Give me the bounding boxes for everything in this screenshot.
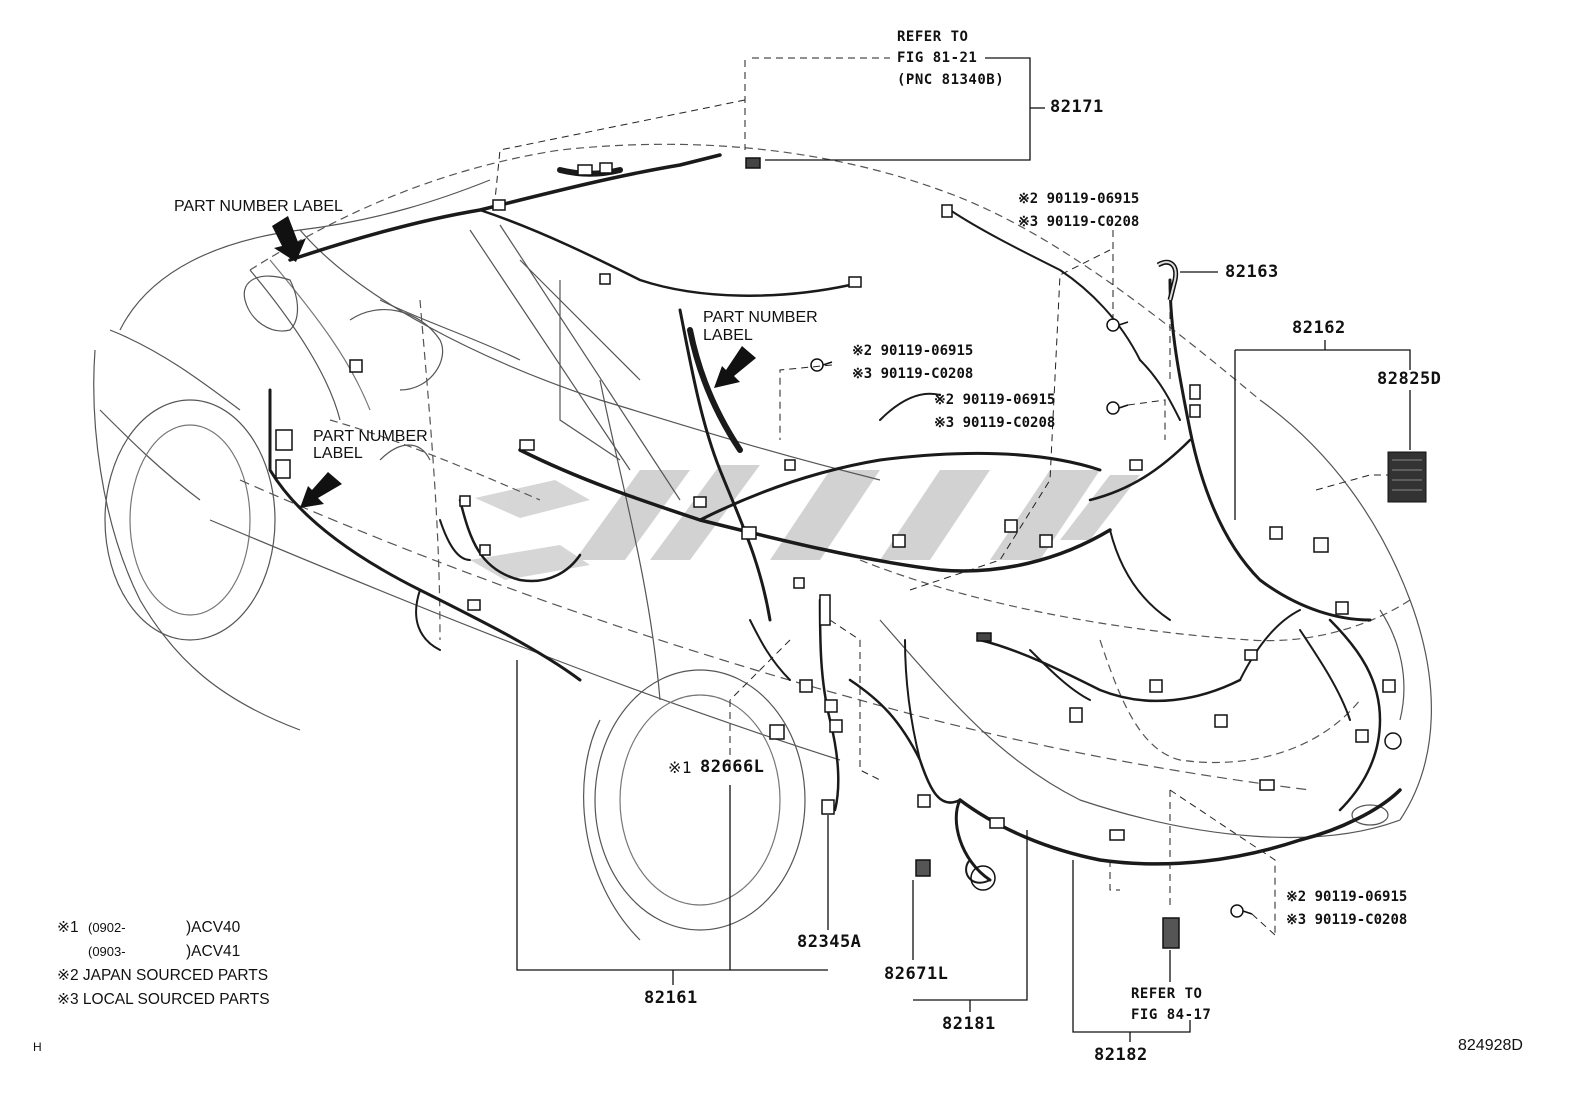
diagram-id: 824928D (1458, 1037, 1523, 1054)
refer-top-line1: REFER TO (897, 29, 969, 45)
legend-4: ※3 LOCAL SOURCED PARTS (57, 991, 270, 1008)
callout-82171: 82171 (1050, 97, 1104, 117)
legend-3: ※2 JAPAN SOURCED PARTS (57, 967, 269, 984)
legend-1-mark: ※1 (57, 919, 79, 936)
refer-top-line3: (PNC 81340B) (897, 72, 1005, 88)
part-number-label-1: PART NUMBER LABEL (174, 198, 343, 215)
callout-82825D: 82825D (1377, 369, 1442, 389)
fastener-1-japan: ※2 90119-06915 (1018, 191, 1140, 207)
callout-82345A: 82345A (797, 932, 862, 952)
refer-bottom-line1: REFER TO (1131, 986, 1203, 1002)
watermark (470, 465, 1140, 580)
callout-82163: 82163 (1225, 262, 1279, 282)
callout-82162: 82162 (1292, 318, 1346, 338)
callout-82161: 82161 (644, 988, 698, 1008)
callout-82182: 82182 (1094, 1045, 1148, 1065)
callout-82666L-mark: ※1 (668, 758, 693, 777)
legend-1-range: (0902- (88, 920, 126, 935)
fastener-2-japan: ※2 90119-06915 (852, 343, 974, 359)
part-number-label-2-line2: LABEL (703, 327, 753, 344)
callout-82671L: 82671L (884, 964, 949, 984)
fastener-2-local: ※3 90119-C0208 (852, 366, 974, 382)
part-number-label-3-line2: LABEL (313, 445, 363, 462)
fastener-3-local: ※3 90119-C0208 (934, 415, 1056, 431)
fastener-4-japan: ※2 90119-06915 (1286, 889, 1408, 905)
fastener-4-local: ※3 90119-C0208 (1286, 912, 1408, 928)
relay-block-82825D (1387, 451, 1427, 503)
connectors (275, 157, 1396, 949)
refer-bottom-line2: FIG 84-17 (1131, 1007, 1212, 1023)
legend-2-range: (0903- (88, 944, 126, 959)
clip-82163 (1156, 259, 1179, 301)
part-number-label-3-line1: PART NUMBER (313, 428, 428, 445)
leader-lines-dashed (494, 57, 1388, 936)
leader-lines-solid (516, 57, 1411, 1042)
legend-1-model: )ACV40 (186, 919, 241, 936)
wiring-harness (268, 153, 1402, 884)
callout-82181: 82181 (942, 1014, 996, 1034)
legend-2-model: )ACV41 (186, 943, 241, 960)
fasteners-drawn (810, 318, 1402, 918)
part-number-arrows (272, 216, 756, 508)
callout-82666L: 82666L (700, 757, 765, 777)
fastener-1-local: ※3 90119-C0208 (1018, 214, 1140, 230)
corner-mark: H (33, 1040, 42, 1054)
part-number-label-2-line1: PART NUMBER (703, 309, 818, 326)
refer-top-line2: FIG 81-21 (897, 50, 978, 66)
fastener-3-japan: ※2 90119-06915 (934, 392, 1056, 408)
